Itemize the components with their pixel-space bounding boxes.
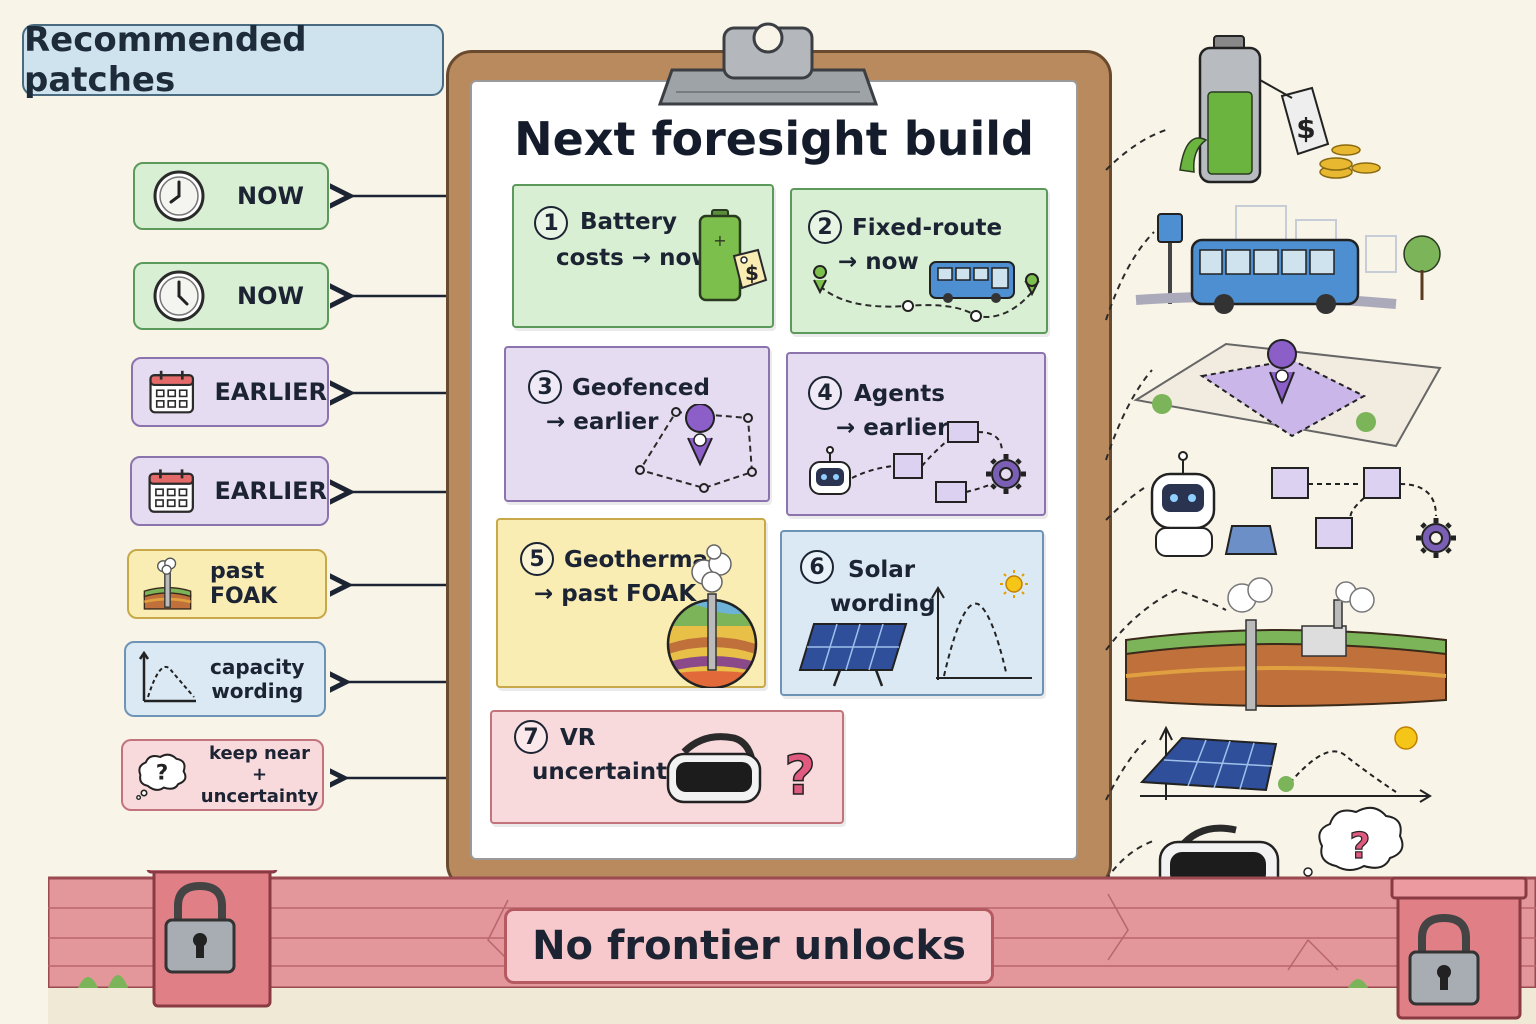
note-geothermal[interactable]: 5 Geothermal → past FOAK [496, 518, 766, 688]
battery-illustration-icon: $ [1179, 35, 1381, 184]
note-text-line1: VR [560, 725, 596, 751]
bus-illustration-icon [1135, 205, 1441, 314]
patch-now-2[interactable]: NOW [133, 262, 329, 330]
note-text-2: → earlier [546, 406, 658, 439]
patch-now-1[interactable]: NOW [133, 162, 329, 230]
solar-illustration-icon [1139, 725, 1432, 803]
robot-workflow-icon [809, 421, 1026, 503]
note-number: 3 [528, 370, 562, 404]
note-text: VR [560, 722, 596, 755]
note-geofenced[interactable]: 3 Geofenced → earlier [504, 346, 770, 502]
patch-label: NOW [237, 282, 304, 310]
svg-text:?: ? [784, 744, 815, 807]
note-text-line2: wording [830, 591, 936, 617]
note-text-line2: → earlier [546, 409, 659, 435]
vr-thought-illustration-icon: ? [1158, 806, 1404, 880]
note-vr-uncertainty[interactable]: 7 VR uncertainty ? [490, 710, 844, 824]
patch-label-line1: keep near [208, 742, 311, 764]
bus-route-icon [813, 261, 1040, 322]
note-text-line1: Geofenced [572, 375, 710, 401]
geothermal-globe-icon [666, 544, 758, 688]
board-title: Next foresight build [514, 112, 1034, 166]
clipboard-clip-icon [657, 22, 879, 106]
svg-text:$: $ [1296, 112, 1315, 145]
patch-capacity-wording[interactable]: capacity wording [124, 641, 326, 717]
note-text-line2: → earlier [836, 415, 949, 441]
vr-headset-question-icon: ? [666, 733, 816, 808]
question-bubble-icon: ? [136, 753, 187, 800]
note-text: Battery [580, 206, 677, 239]
patch-label: capacity wording [210, 655, 304, 703]
note-number: 5 [520, 542, 554, 576]
patch-label: NOW [237, 182, 304, 210]
note-text: Solar [848, 554, 915, 587]
note-solar-wording[interactable]: 6 Solar wording [780, 530, 1044, 696]
patch-label: EARLIER [214, 378, 327, 406]
note-text-line1: Agents [854, 381, 945, 407]
note-text: Geofenced [572, 372, 710, 405]
patch-label-line2: + uncertainty [200, 764, 319, 807]
clock-icon [153, 170, 205, 222]
svg-text:?: ? [156, 761, 169, 786]
svg-text:+: + [713, 231, 726, 250]
note-number: 7 [514, 720, 548, 754]
note-text: Fixed-route [852, 212, 1002, 245]
patch-label: past FOAK [210, 559, 278, 609]
right-illustrations: $ [1105, 35, 1456, 880]
note-text: Agents [854, 378, 945, 411]
note-text-2: → past FOAK [534, 578, 696, 611]
note-text-line2: → past FOAK [534, 581, 697, 607]
note-number: 2 [808, 210, 842, 244]
patch-label: keep near + uncertainty [197, 743, 322, 808]
header-title: Recommended patches [22, 20, 444, 100]
padlock-icon [1408, 913, 1480, 1006]
note-text-line2: uncertainty [532, 759, 683, 785]
capacity-curve-icon [138, 651, 196, 703]
note-text-line1: Fixed-route [852, 215, 1003, 241]
geothermal-well-icon [143, 557, 192, 610]
clock-icon [153, 270, 205, 322]
battery-price-tag-icon: + $ [698, 209, 768, 302]
note-number: 6 [800, 550, 834, 584]
note-battery-costs[interactable]: 1 Battery costs → now + $ [512, 184, 774, 328]
patch-label: EARLIER [214, 477, 327, 505]
map-pin-geofence-icon [635, 404, 757, 493]
solar-panel-curve-icon [798, 570, 1032, 687]
note-text-line2: costs → now [556, 245, 713, 271]
patch-earlier-1[interactable]: EARLIER [131, 357, 329, 427]
calendar-icon [148, 469, 194, 513]
note-text: Geothermal [564, 544, 716, 577]
patch-label-line2: wording [211, 679, 304, 703]
map-illustration-icon [1133, 339, 1442, 448]
note-text-2: costs → now [556, 242, 713, 275]
note-text-line1: Geothermal [564, 547, 716, 573]
note-fixed-route[interactable]: 2 Fixed-route → now [790, 188, 1048, 334]
patch-label-line1: capacity [210, 655, 305, 679]
svg-text:?: ? [1350, 826, 1371, 867]
note-agents[interactable]: 4 Agents → earlier [786, 352, 1046, 516]
patch-keep-near[interactable]: ? keep near + uncertainty [121, 739, 324, 811]
patch-earlier-2[interactable]: EARLIER [130, 456, 329, 526]
note-number: 1 [534, 206, 568, 240]
patch-past-foak[interactable]: past FOAK [127, 549, 327, 619]
note-text-line1: Battery [580, 209, 677, 235]
note-number: 4 [808, 376, 842, 410]
note-text-2: uncertainty [532, 756, 682, 789]
footer-label: No frontier unlocks [504, 908, 994, 984]
padlock-icon [164, 881, 236, 974]
note-text-line2: → now [838, 249, 919, 275]
svg-text:$: $ [745, 261, 759, 285]
note-text-2: → earlier [836, 412, 948, 445]
geothermal-plant-illustration-icon [1125, 577, 1447, 711]
calendar-icon [149, 370, 195, 414]
note-text-line1: Solar [848, 557, 916, 583]
robot-workflow-illustration-icon [1150, 451, 1456, 558]
note-text-2: wording [830, 588, 936, 621]
note-text-2: → now [838, 246, 919, 279]
